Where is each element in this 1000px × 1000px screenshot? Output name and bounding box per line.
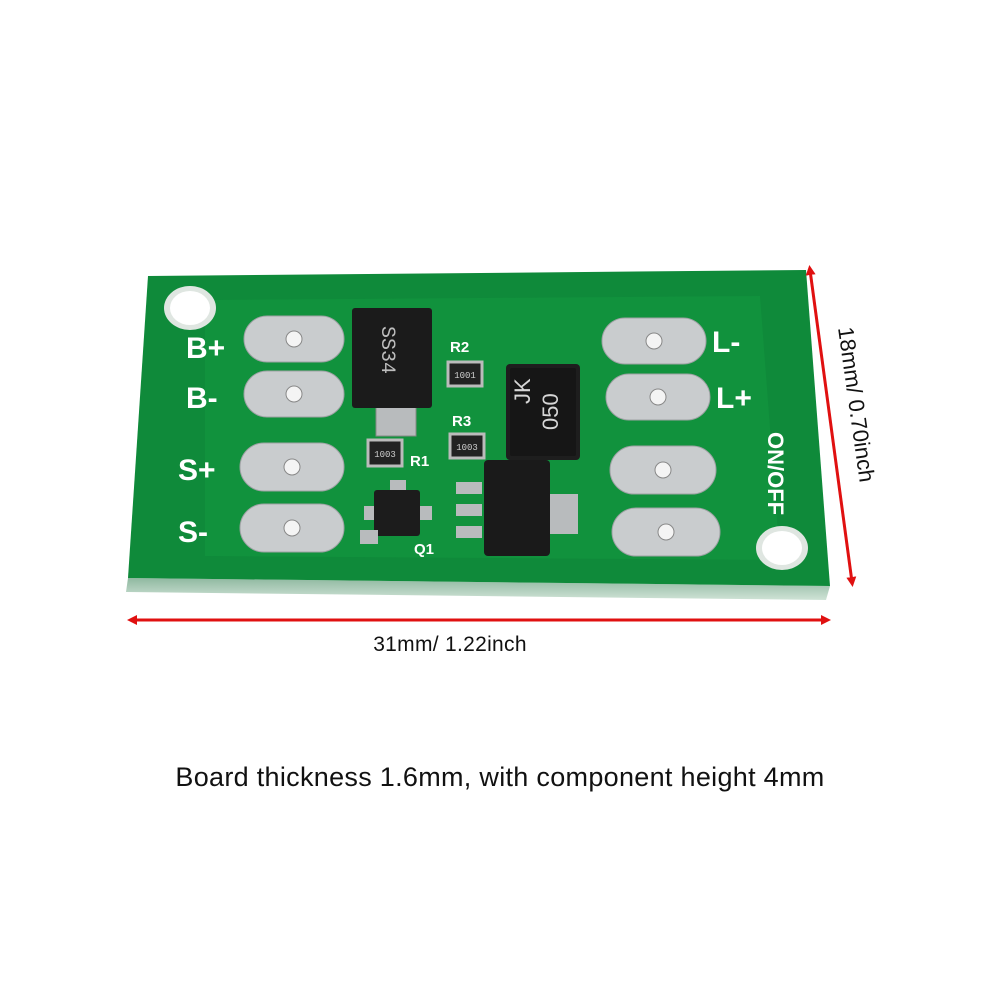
resistor-r1-code: 1003 [374, 450, 396, 460]
resistor-r2: 1001 [446, 360, 484, 388]
diode-ss34: SS34 [352, 308, 432, 437]
label-b-plus: B+ [186, 332, 225, 365]
label-r1: R1 [410, 453, 429, 470]
mosfet-chip [456, 460, 578, 556]
pad-b-plus [243, 315, 345, 363]
pcb-board: B+ B- S+ S- L- L+ ON/OFF SS34 [126, 270, 830, 600]
label-l-minus: L- [712, 326, 740, 359]
pad-switch-top [609, 445, 717, 495]
pad-l-minus [601, 317, 707, 365]
resistor-r3-code: 1003 [456, 443, 478, 453]
fuse-marking-bottom: 050 [538, 393, 563, 430]
width-dimension-label: 31mm/ 1.22inch [373, 633, 527, 656]
pad-s-plus [239, 442, 345, 492]
label-on-off: ON/OFF [763, 432, 788, 515]
pcb-edge [126, 578, 830, 600]
pad-b-minus [243, 370, 345, 418]
resistor-r1: 1003 [366, 438, 404, 468]
fuse-jk050: JK 050 [506, 364, 580, 460]
height-dimension-arrow [805, 265, 857, 587]
label-r2: R2 [450, 339, 469, 356]
caption: Board thickness 1.6mm, with component he… [175, 762, 825, 792]
resistor-r3: 1003 [448, 432, 486, 460]
pad-switch-bottom [611, 507, 721, 557]
diode-marking: SS34 [375, 326, 398, 374]
label-b-minus: B- [186, 382, 218, 415]
resistor-r2-code: 1001 [454, 371, 476, 381]
label-l-plus: L+ [716, 382, 752, 415]
height-dimension-label: 18mm/ 0.70inch [833, 325, 880, 483]
label-q1: Q1 [414, 541, 434, 558]
label-s-minus: S- [178, 516, 208, 549]
label-s-plus: S+ [178, 454, 216, 487]
fuse-marking-top: JK [510, 378, 535, 404]
transistor-q1 [360, 480, 432, 544]
label-r3: R3 [452, 413, 471, 430]
pad-s-minus [239, 503, 345, 553]
pad-l-plus [605, 373, 711, 421]
